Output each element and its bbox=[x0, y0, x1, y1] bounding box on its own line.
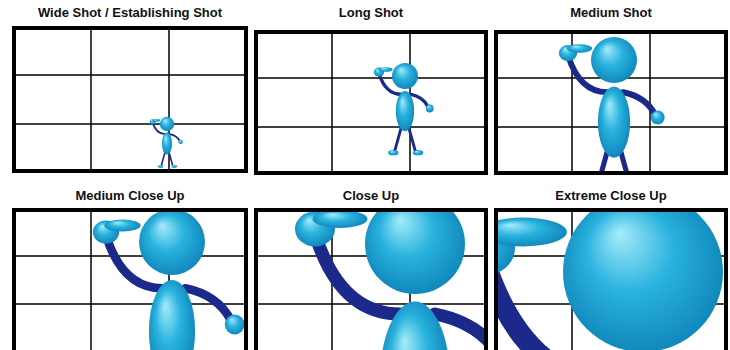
shot-frame: Medium Shot bbox=[494, 30, 728, 175]
stick-figure bbox=[150, 117, 183, 168]
shot-frame: Medium Close Up bbox=[12, 208, 248, 350]
shot-frame: Close Up bbox=[254, 208, 488, 350]
shot-label: Medium Close Up bbox=[6, 188, 254, 204]
shot-label: Close Up bbox=[248, 188, 494, 204]
shot-label: Long Shot bbox=[248, 5, 494, 21]
stick-figure bbox=[494, 208, 728, 350]
shot-label: Wide Shot / Establishing Shot bbox=[6, 5, 254, 21]
shot-frame: Long Shot bbox=[254, 30, 488, 175]
shot-label: Medium Shot bbox=[488, 5, 730, 21]
stick-figure bbox=[93, 209, 245, 350]
stick-figure bbox=[559, 37, 665, 175]
shot-frame: Extreme Close Up bbox=[494, 208, 728, 350]
stick-figure bbox=[374, 63, 434, 155]
stick-figure bbox=[295, 208, 488, 350]
shot-label: Extreme Close Up bbox=[488, 188, 730, 204]
shot-frame: Wide Shot / Establishing Shot bbox=[12, 26, 248, 173]
